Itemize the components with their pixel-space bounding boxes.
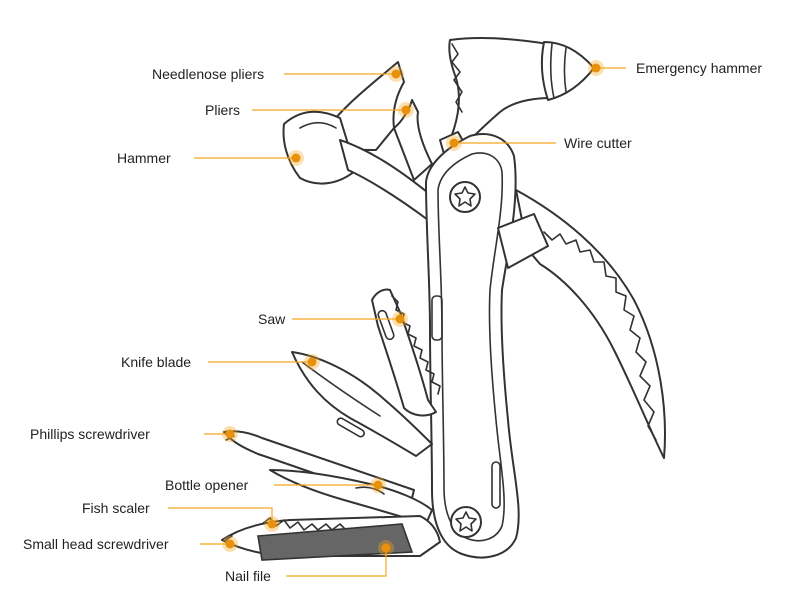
- emergency-hammer-head: [448, 36, 595, 141]
- label-wire-cutter: Wire cutter: [564, 135, 632, 151]
- dot-needlenose-pliers: [391, 69, 401, 79]
- dot-saw: [395, 314, 405, 324]
- pliers-hammer-head: [282, 61, 433, 221]
- saw-blade: [371, 288, 441, 417]
- dot-nail-file: [381, 543, 391, 553]
- label-hammer: Hammer: [117, 150, 171, 166]
- serrated-claw: [497, 189, 666, 459]
- label-saw: Saw: [258, 311, 286, 327]
- dot-wire-cutter: [449, 138, 459, 148]
- scaler-file-blade: [221, 515, 441, 561]
- leader-fish-scaler: [168, 507, 273, 524]
- dot-emergency-hammer: [591, 63, 601, 73]
- dot-knife-blade: [307, 357, 317, 367]
- nail-file-surface: [257, 523, 414, 561]
- label-fish-scaler: Fish scaler: [82, 500, 150, 516]
- label-bottle-opener: Bottle opener: [165, 477, 249, 493]
- bottle-opener-tool: [269, 469, 433, 525]
- callout-dots: [222, 60, 604, 556]
- knife-blade: [291, 351, 433, 457]
- callout-leaders: [168, 67, 626, 577]
- label-phillips-screwdriver: Phillips screwdriver: [30, 426, 150, 442]
- dot-phillips-screwdriver: [225, 429, 235, 439]
- dot-bottle-opener: [373, 480, 383, 490]
- label-emergency-hammer: Emergency hammer: [636, 60, 763, 76]
- label-nail-file: Nail file: [225, 568, 271, 584]
- label-pliers: Pliers: [205, 102, 241, 118]
- label-knife-blade: Knife blade: [121, 354, 192, 370]
- leader-nail-file: [286, 548, 387, 577]
- handle: [425, 133, 536, 559]
- dot-fish-scaler: [267, 519, 277, 529]
- dot-hammer: [291, 153, 301, 163]
- dot-small-head-screwdriver: [225, 539, 235, 549]
- label-small-head-screwdriver: Small head screwdriver: [23, 536, 169, 552]
- label-needlenose-pliers: Needlenose pliers: [152, 66, 265, 82]
- dot-pliers: [401, 105, 411, 115]
